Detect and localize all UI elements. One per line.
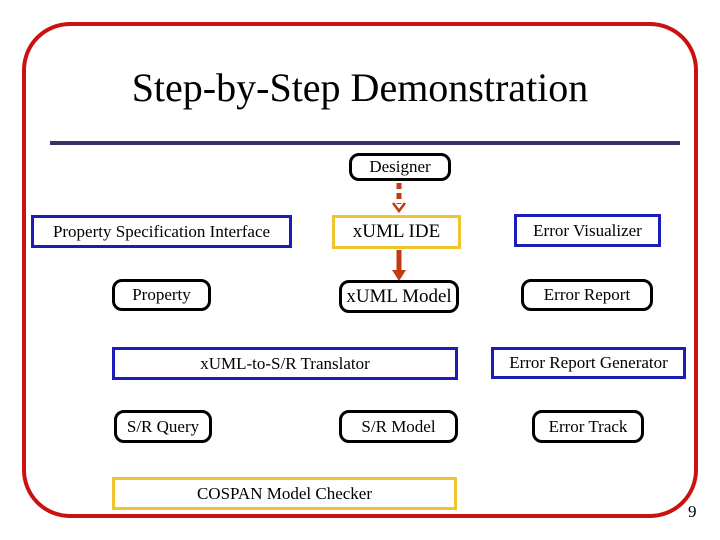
node-error-visualizer-label: Error Visualizer	[533, 220, 642, 240]
node-sr-model-label: S/R Model	[361, 416, 436, 436]
node-error-report: Error Report	[521, 279, 653, 311]
node-error-track: Error Track	[532, 410, 644, 443]
node-sr-query-label: S/R Query	[126, 416, 200, 436]
node-xuml-to-sr-translator: xUML-to-S/R Translator	[112, 347, 458, 380]
node-xuml-to-sr-translator-label: xUML-to-S/R Translator	[200, 353, 370, 373]
page-number: 9	[688, 502, 697, 521]
node-error-track-label: Error Track	[548, 416, 628, 436]
arrow-designer-to-xuml-ide	[392, 183, 406, 213]
title-divider-line	[50, 141, 680, 145]
node-cospan-model-checker-label: COSPAN Model Checker	[196, 483, 373, 503]
node-designer-label: Designer	[369, 157, 431, 176]
node-xuml-ide-label: xUML IDE	[352, 221, 441, 242]
node-property-specification-interface: Property Specification Interface	[31, 215, 292, 248]
node-xuml-model: xUML Model	[339, 280, 459, 313]
node-error-report-label: Error Report	[543, 285, 631, 304]
node-property-specification-interface-label: Property Specification Interface	[52, 221, 271, 241]
node-xuml-ide: xUML IDE	[332, 215, 461, 249]
node-sr-model: S/R Model	[339, 410, 458, 443]
node-xuml-model-label: xUML Model	[346, 285, 452, 307]
arrow-xuml-ide-to-xuml-model	[392, 250, 406, 281]
node-cospan-model-checker: COSPAN Model Checker	[112, 477, 457, 510]
node-property: Property	[112, 279, 211, 311]
node-error-report-generator-label: Error Report Generator	[509, 353, 668, 372]
node-property-label: Property	[132, 285, 191, 304]
node-error-visualizer: Error Visualizer	[514, 214, 661, 247]
slide-border-frame	[22, 22, 698, 518]
node-sr-query: S/R Query	[114, 410, 212, 443]
node-error-report-generator: Error Report Generator	[491, 347, 686, 379]
slide-title: Step-by-Step Demonstration	[131, 65, 589, 110]
node-designer: Designer	[349, 153, 451, 181]
